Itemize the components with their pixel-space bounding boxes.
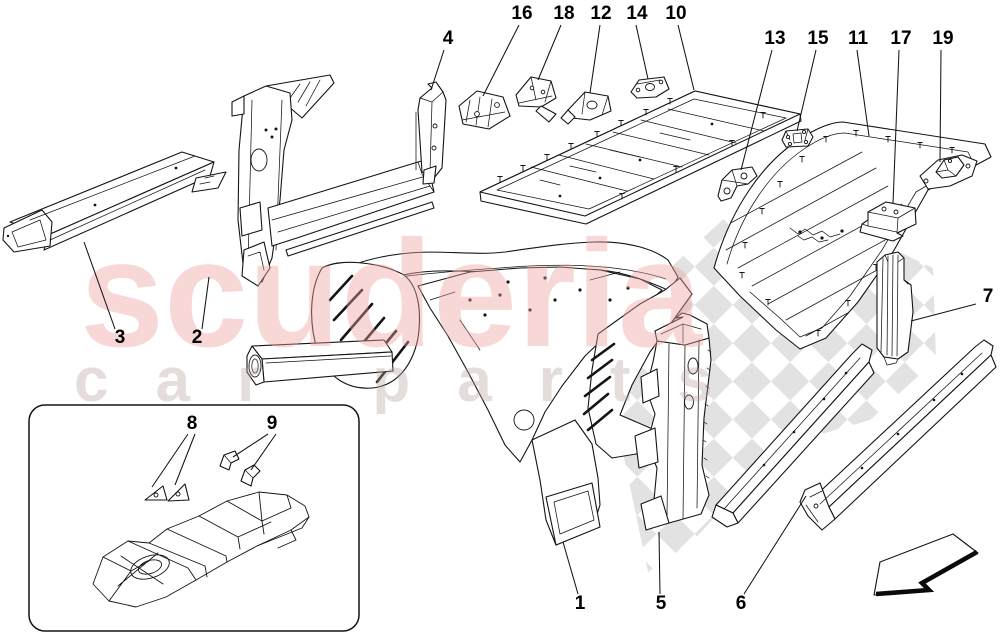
part-13-bracket (717, 166, 758, 202)
callout-10[interactable]: 10 (665, 3, 686, 24)
callout-4[interactable]: 4 (443, 28, 454, 49)
leader-line-9 (232, 433, 269, 458)
callout-14[interactable]: 14 (626, 3, 648, 24)
part-4-post (415, 81, 447, 185)
watermark-subbrand: car parts (74, 346, 759, 415)
part-17-box-bracket (859, 201, 917, 242)
callout-16[interactable]: 16 (511, 3, 532, 24)
callout-6[interactable]: 6 (736, 593, 747, 614)
leader-line-5 (658, 531, 661, 595)
callout-3[interactable]: 3 (115, 327, 126, 348)
callout-5[interactable]: 5 (656, 593, 667, 614)
leader-line-18 (537, 24, 562, 81)
leader-line-9 (250, 433, 277, 471)
leader-line-4 (430, 49, 445, 91)
leader-line-16 (482, 24, 520, 97)
leader-line-17 (892, 49, 900, 205)
leader-line-15 (796, 49, 817, 132)
leader-line-19 (939, 49, 942, 163)
part-16-bracket (458, 90, 511, 130)
callout-15[interactable]: 15 (807, 28, 829, 49)
part-6-side-members (711, 339, 997, 531)
leader-line-7 (910, 303, 977, 322)
leader-line-13 (740, 49, 773, 171)
leader-line-3 (83, 241, 116, 330)
callout-18[interactable]: 18 (553, 3, 574, 24)
part-14-bracket (630, 76, 670, 99)
callout-1[interactable]: 1 (575, 593, 586, 614)
chassis-wireframe (92, 491, 310, 608)
part-19-mount-bracket (919, 154, 978, 190)
part-15-latch-bracket (781, 128, 814, 148)
watermark-brand: scuderia (80, 209, 703, 379)
leader-line-8 (174, 433, 196, 486)
callout-2[interactable]: 2 (192, 327, 203, 348)
leader-line-10 (677, 24, 695, 91)
leader-line-2 (201, 276, 210, 330)
part-9-clip-brackets (219, 450, 261, 487)
part-3-left-sill-rail (2, 151, 227, 253)
callout-13[interactable]: 13 (764, 28, 785, 49)
part-7-channel (876, 251, 914, 366)
callout-9[interactable]: 9 (267, 413, 278, 434)
leader-line-1 (562, 541, 579, 595)
part-18-bracket (515, 76, 557, 123)
leader-line-12 (589, 24, 601, 94)
callout-19[interactable]: 19 (932, 28, 953, 49)
inset-locator (28, 404, 360, 632)
callout-17[interactable]: 17 (890, 28, 911, 49)
callout-7[interactable]: 7 (983, 286, 994, 307)
callout-11[interactable]: 11 (848, 28, 869, 49)
part-5-center-pillar (634, 312, 712, 531)
leader-line-6 (743, 495, 807, 595)
part-10-front-floor-panel (479, 90, 802, 225)
part-8-triangle-brackets (144, 483, 190, 502)
part-1-central-structure (246, 241, 693, 546)
leader-line-8 (151, 433, 189, 488)
leader-line-14 (635, 24, 649, 80)
direction-arrow (873, 533, 979, 597)
leader-line-11 (856, 49, 870, 137)
part-12-bracket (560, 91, 612, 125)
callout-12[interactable]: 12 (590, 3, 611, 24)
callout-8[interactable]: 8 (187, 413, 198, 434)
